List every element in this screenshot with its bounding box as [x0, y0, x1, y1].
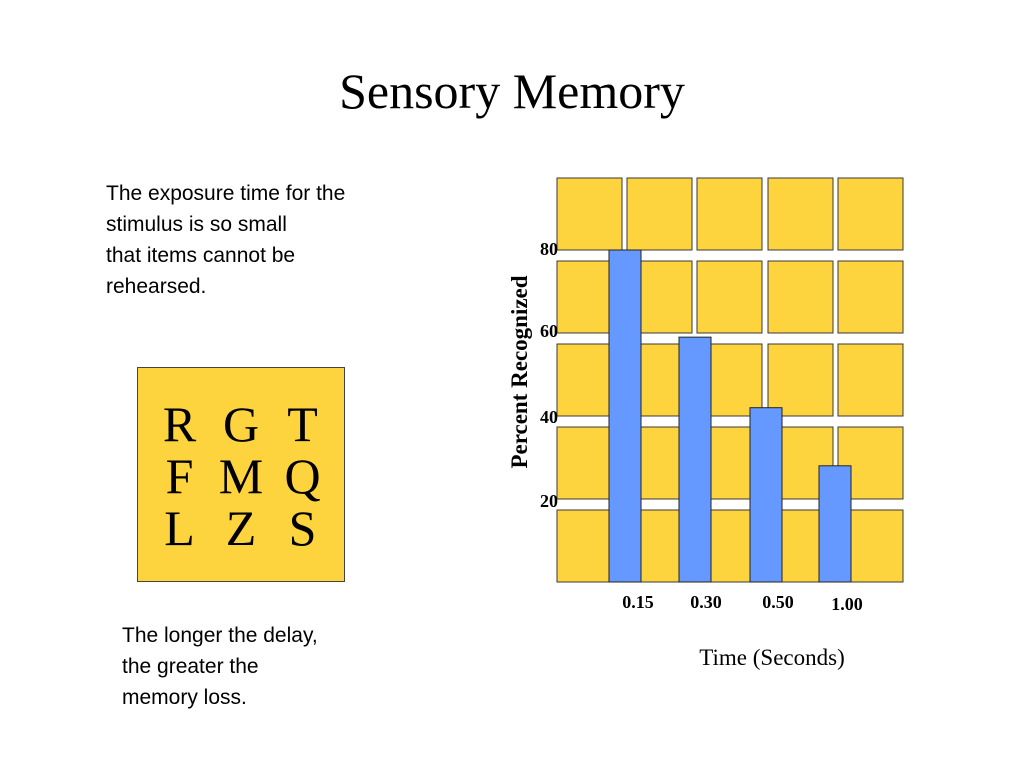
background-tile — [556, 177, 623, 251]
delay-text-line: memory loss. — [122, 686, 247, 709]
background-tile — [837, 260, 904, 334]
x-tick-label: 0.15 — [622, 592, 654, 612]
x-tick-label: 0.50 — [762, 592, 794, 612]
y-tick-label: 40 — [540, 407, 558, 427]
delay-text-line: The longer the delay, — [122, 624, 318, 647]
x-axis-ticks: 0.15 0.30 0.50 1.00 — [622, 592, 863, 614]
y-tick-label: 80 — [540, 239, 558, 259]
background-tile — [767, 260, 834, 334]
x-axis-label: Time (Seconds) — [699, 645, 844, 670]
letter: L — [164, 500, 195, 556]
letter: S — [288, 500, 317, 556]
delay-text: The longer the delay, the greater the me… — [122, 620, 318, 713]
y-axis-label: Percent Recognized — [507, 275, 532, 468]
y-tick-label: 60 — [540, 321, 558, 341]
letter: F — [165, 448, 194, 504]
background-tile — [767, 177, 834, 251]
slide-title: Sensory Memory — [339, 63, 685, 119]
letter: R — [162, 396, 197, 452]
x-tick-label: 0.30 — [690, 592, 722, 612]
y-axis-ticks: 20 40 60 80 — [540, 239, 558, 511]
exposure-text: The exposure time for the stimulus is so… — [106, 178, 345, 302]
letter: Z — [225, 500, 257, 556]
background-tile — [767, 343, 834, 417]
background-tile — [696, 177, 763, 251]
letter: Q — [284, 448, 321, 504]
background-tile — [837, 343, 904, 417]
background-tile — [626, 177, 693, 251]
bar-0.30 — [678, 336, 712, 583]
x-tick-label: 1.00 — [831, 594, 863, 614]
letter-row: R G T — [138, 399, 344, 449]
bar-series — [608, 249, 852, 583]
bar-0.15 — [608, 249, 642, 583]
delay-text-line: the greater the — [122, 655, 259, 678]
bar-0.50 — [749, 407, 783, 583]
letter: G — [222, 396, 260, 452]
background-tile — [837, 177, 904, 251]
exposure-text-line: that items cannot be — [106, 244, 296, 267]
letter-grid: R G T F M Q L Z S — [137, 367, 345, 582]
exposure-text-line: rehearsed. — [106, 275, 207, 298]
y-tick-label: 20 — [540, 491, 558, 511]
bar-1.00 — [818, 465, 852, 583]
background-tile — [696, 260, 763, 334]
letter: T — [287, 396, 318, 452]
letter-row: L Z S — [138, 503, 344, 553]
letter-row: F M Q — [138, 451, 344, 501]
letter: M — [218, 448, 264, 504]
exposure-text-line: stimulus is so small — [106, 213, 287, 236]
exposure-text-line: The exposure time for the — [106, 182, 346, 205]
